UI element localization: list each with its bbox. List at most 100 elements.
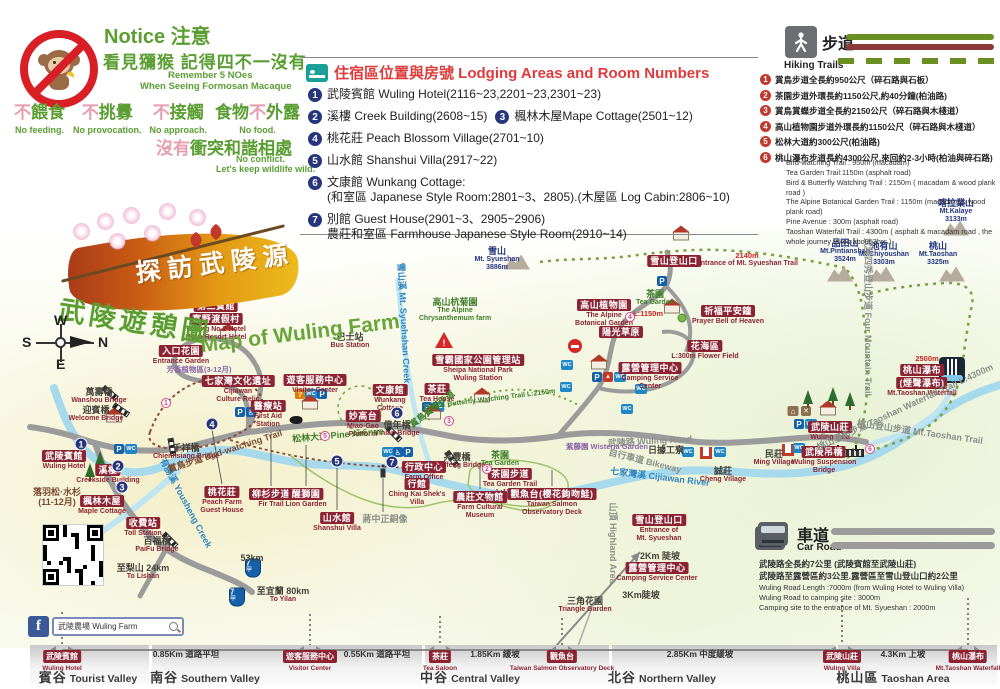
facebook-icon[interactable]: f bbox=[28, 616, 49, 637]
bird-butterfly-trail bbox=[427, 388, 581, 421]
notice-en1: Remember 5 NOes bbox=[168, 70, 253, 81]
map-label: 紫藤園 Wisteria Garden bbox=[565, 442, 649, 451]
map-label: 落羽松·水杉(11-12月) bbox=[33, 487, 81, 508]
lodging-panel: 住宿區位置與房號 Lodging Areas and Room Numbers … bbox=[300, 57, 758, 241]
logo-title-en: Map of Wuling Farm bbox=[199, 309, 401, 358]
house-icon bbox=[672, 225, 690, 241]
lodging-text: 桃花莊 Peach Blossom Village(2701~10) bbox=[327, 131, 544, 145]
lodging-number-badge: 1 bbox=[308, 88, 322, 102]
facebook-search-label: 武陵農場 Wuling Farm bbox=[58, 622, 138, 631]
map-label: 蔣中正銅像 bbox=[362, 514, 408, 524]
acc-icon: ♿ bbox=[246, 407, 256, 417]
cijiawan-river-path bbox=[50, 381, 1000, 501]
lodging-number-badge: 6 bbox=[308, 176, 322, 190]
camping-loop-road bbox=[597, 329, 696, 394]
lodging-text: 楓林木屋Mape Cottage(2501~12) bbox=[514, 109, 693, 123]
trail-legend-en-line: Bird & Butterfly Watching Trail : 2150m … bbox=[786, 177, 996, 197]
bear-icon bbox=[289, 416, 303, 424]
taoshan-trail-dashed bbox=[861, 281, 974, 452]
wc-icon: WC bbox=[125, 444, 137, 454]
warn-icon: ! bbox=[435, 332, 453, 348]
ubld-icon bbox=[782, 444, 794, 456]
main-road-path bbox=[27, 419, 869, 454]
map-label: 日據工寮 bbox=[647, 445, 685, 455]
map-label: 雪山登山口 bbox=[647, 255, 701, 268]
map-label: 2Km 陡坡 bbox=[639, 551, 681, 561]
lodging-point-2: 2 bbox=[111, 459, 125, 473]
trail-line-green bbox=[846, 34, 994, 40]
wc-icon: WC bbox=[305, 389, 317, 399]
trail-legend-en-line: Tea Garden Trail:1150m (asphalt road) bbox=[786, 167, 911, 177]
P-icon: P bbox=[235, 407, 245, 417]
house-icon bbox=[424, 404, 442, 420]
notice-footer-en1: No conflict. bbox=[236, 154, 285, 164]
trail-point-4: 4 bbox=[625, 312, 635, 322]
notice-title: Notice 注意 bbox=[104, 26, 211, 48]
lodging-text: 溪樓 Creek Building(2608~15) bbox=[327, 109, 488, 123]
lodging-point-6: 6 bbox=[390, 406, 404, 420]
lodging-number-badge: 3 bbox=[495, 110, 510, 124]
mtn-icon bbox=[504, 254, 530, 270]
bar-distance: 0.55Km 道路平坦 bbox=[343, 649, 411, 659]
trail-point-2: 2 bbox=[482, 464, 492, 474]
route7-south-road bbox=[92, 440, 255, 595]
trail-en-lines: Bird-watching Trail : 950m (macadam)Tea … bbox=[786, 158, 998, 247]
wc-icon: WC bbox=[714, 447, 726, 457]
trail-line-red bbox=[846, 44, 994, 50]
meal-icon: ✕ bbox=[801, 406, 811, 416]
facebook-search-box[interactable]: 武陵農場 Wuling Farm bbox=[52, 617, 184, 636]
car-road-en-line: Wuling Road Length :7000m (from Wuling H… bbox=[759, 583, 965, 592]
compass-s: S bbox=[22, 334, 32, 350]
trail-legend-en-line: Pine Avenue : 300m (asphalt road) bbox=[786, 217, 899, 227]
bar-distance: 4.3Km 上坡 bbox=[880, 649, 926, 659]
mtn-icon bbox=[939, 266, 965, 282]
wc-icon: WC bbox=[682, 447, 694, 457]
camp-icon: ▲ bbox=[603, 372, 613, 382]
lodging-line: 2 溪樓 Creek Building(2608~15) 3 楓林木屋Mape Cot… bbox=[308, 109, 758, 124]
statue-icon bbox=[380, 464, 386, 478]
acc-icon: ♿ bbox=[393, 447, 403, 457]
lodging-number-badge: 2 bbox=[308, 110, 322, 124]
P-icon: P bbox=[794, 419, 804, 429]
trails-title-en: Hiking Trails bbox=[784, 60, 844, 71]
hiker-icon bbox=[785, 26, 817, 58]
car-road-title-en: Car Road bbox=[797, 542, 842, 553]
